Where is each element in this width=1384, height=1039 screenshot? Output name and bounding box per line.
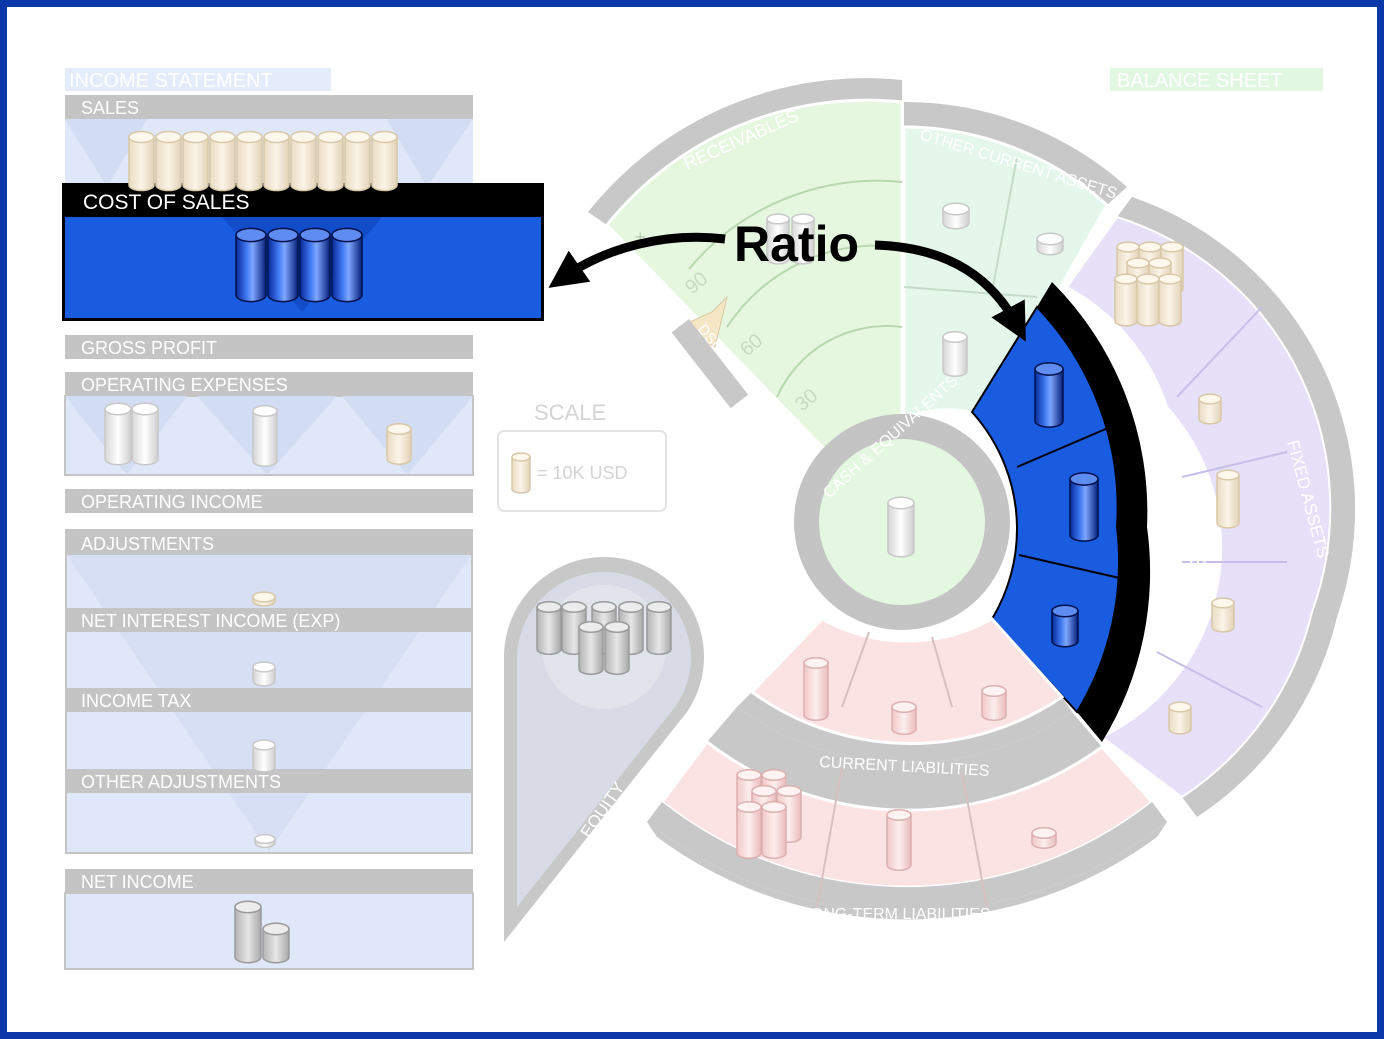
current-liability-cylinder bbox=[981, 684, 1007, 722]
income-tax-label: INCOME TAX bbox=[81, 691, 191, 711]
opex-cylinder bbox=[386, 422, 412, 466]
sales-cylinder bbox=[371, 130, 398, 192]
net-income-cylinder bbox=[262, 922, 290, 964]
equity-cylinder bbox=[604, 620, 630, 676]
cash-cylinder bbox=[887, 496, 915, 558]
long-term-liabilities-ring bbox=[647, 822, 1167, 920]
balance-sheet-title: BALANCE SHEET bbox=[1117, 70, 1283, 92]
interest-cylinder bbox=[252, 661, 276, 687]
adjustment-cylinder bbox=[252, 591, 276, 607]
inventories-segment bbox=[970, 305, 1120, 714]
cylinders bbox=[104, 130, 1240, 964]
long-term-liability-cylinder bbox=[761, 800, 787, 860]
other-adjustments-label: OTHER ADJUSTMENTS bbox=[81, 772, 281, 792]
income-statement: SALES COST OF SALES GROSS PROFIT OPERATI… bbox=[62, 95, 544, 970]
tax-cylinder bbox=[252, 739, 276, 773]
balance-sheet-title-bg bbox=[1110, 68, 1323, 91]
arrow-to-inventories bbox=[874, 240, 1026, 342]
adjustments-label: ADJUSTMENTS bbox=[81, 534, 214, 554]
other-adjustments-header bbox=[65, 769, 473, 793]
opex-cylinder bbox=[252, 404, 278, 468]
inventory-cylinder bbox=[1051, 604, 1079, 648]
sales-cylinder bbox=[209, 130, 236, 192]
income-statement-title: INCOME STATEMENT bbox=[69, 70, 273, 92]
cost-of-sales-label: COST OF SALES bbox=[83, 191, 250, 214]
sales-cylinder bbox=[182, 130, 209, 192]
fixed-assets-segment bbox=[1065, 215, 1332, 799]
current-liability-cylinder bbox=[803, 656, 829, 722]
equity-cylinder bbox=[536, 600, 562, 656]
fixed-asset-cylinder bbox=[1168, 701, 1192, 735]
income-tax-header bbox=[65, 688, 473, 712]
long-term-liabilities-label: LONG-TERM LIABILITIES bbox=[802, 906, 990, 923]
fixed-asset-cylinder bbox=[1216, 469, 1240, 529]
receivables-cylinder bbox=[791, 213, 815, 265]
oca-cylinder bbox=[942, 202, 970, 230]
oca-cylinder bbox=[1036, 232, 1064, 256]
sales-cylinder bbox=[128, 130, 155, 192]
long-term-liability-cylinder bbox=[736, 800, 762, 860]
dso-band bbox=[671, 319, 749, 409]
other-assets-ring bbox=[904, 101, 1127, 205]
oca-cylinder bbox=[942, 330, 968, 378]
dso-plus: + bbox=[635, 227, 646, 247]
operating-expenses-label: OPERATING EXPENSES bbox=[81, 375, 288, 395]
financial-diagram: RECEIVABLES OTHER CURRENT ASSETS FIXED A… bbox=[62, 68, 1356, 970]
operating-expenses-header bbox=[65, 372, 473, 396]
fixed-asset-cylinder bbox=[1198, 393, 1222, 425]
equity-cylinder bbox=[646, 600, 672, 656]
net-income-cylinder bbox=[234, 900, 262, 964]
cost-of-sales-cylinder bbox=[299, 227, 331, 303]
gross-profit-label: GROSS PROFIT bbox=[81, 338, 217, 358]
sales-header bbox=[65, 95, 473, 119]
inventories-ring bbox=[1037, 282, 1151, 742]
other-adjustment-cylinder bbox=[254, 833, 276, 849]
fixed-asset-cylinder bbox=[1114, 273, 1138, 327]
net-income-header bbox=[65, 869, 473, 893]
sales-cylinder bbox=[236, 130, 263, 192]
long-term-liability-cylinder bbox=[1031, 826, 1057, 850]
income-statement-title-bg bbox=[65, 68, 331, 91]
sales-cylinder bbox=[290, 130, 317, 192]
scale-legend-text: = 10K USD bbox=[537, 463, 628, 483]
ratio-label: Ratio bbox=[734, 216, 859, 272]
operating-income-header bbox=[65, 489, 473, 513]
inventory-cylinder bbox=[1034, 362, 1064, 428]
sales-cylinder bbox=[344, 130, 371, 192]
arrow-to-cost-of-sales bbox=[548, 232, 726, 288]
inventory-cylinder bbox=[1069, 472, 1099, 542]
receivables-cylinder bbox=[766, 213, 790, 265]
fixed-asset-cylinder bbox=[1136, 273, 1160, 327]
net-interest-label: NET INTEREST INCOME (EXP) bbox=[81, 611, 340, 631]
scale-title: SCALE bbox=[534, 400, 606, 425]
sales-label: SALES bbox=[81, 98, 139, 118]
opex-cylinder bbox=[131, 402, 159, 466]
scale-legend: SCALE = 10K USD bbox=[497, 400, 667, 512]
net-interest-header bbox=[65, 608, 473, 632]
opex-cylinder bbox=[104, 402, 132, 466]
net-income-label: NET INCOME bbox=[81, 872, 194, 892]
current-liability-cylinder bbox=[891, 700, 917, 736]
scale-cylinder bbox=[511, 452, 531, 494]
cost-of-sales-cylinder bbox=[267, 227, 299, 303]
scale-box bbox=[497, 430, 667, 512]
operating-income-label: OPERATING INCOME bbox=[81, 492, 263, 512]
sales-cylinder bbox=[155, 130, 182, 192]
sales-cylinder bbox=[317, 130, 344, 192]
fixed-asset-cylinder bbox=[1211, 597, 1235, 633]
cost-of-sales-cylinder bbox=[331, 227, 363, 303]
fixed-asset-cylinder bbox=[1158, 273, 1182, 327]
equity-cylinder bbox=[578, 620, 604, 676]
sales-cylinder bbox=[263, 130, 290, 192]
cost-of-sales-cylinder bbox=[235, 227, 267, 303]
current-liabilities-ring bbox=[707, 707, 1102, 811]
ratio-arrows: Ratio bbox=[548, 216, 1026, 342]
long-term-liability-cylinder bbox=[886, 808, 912, 872]
gross-profit-header bbox=[65, 335, 473, 359]
